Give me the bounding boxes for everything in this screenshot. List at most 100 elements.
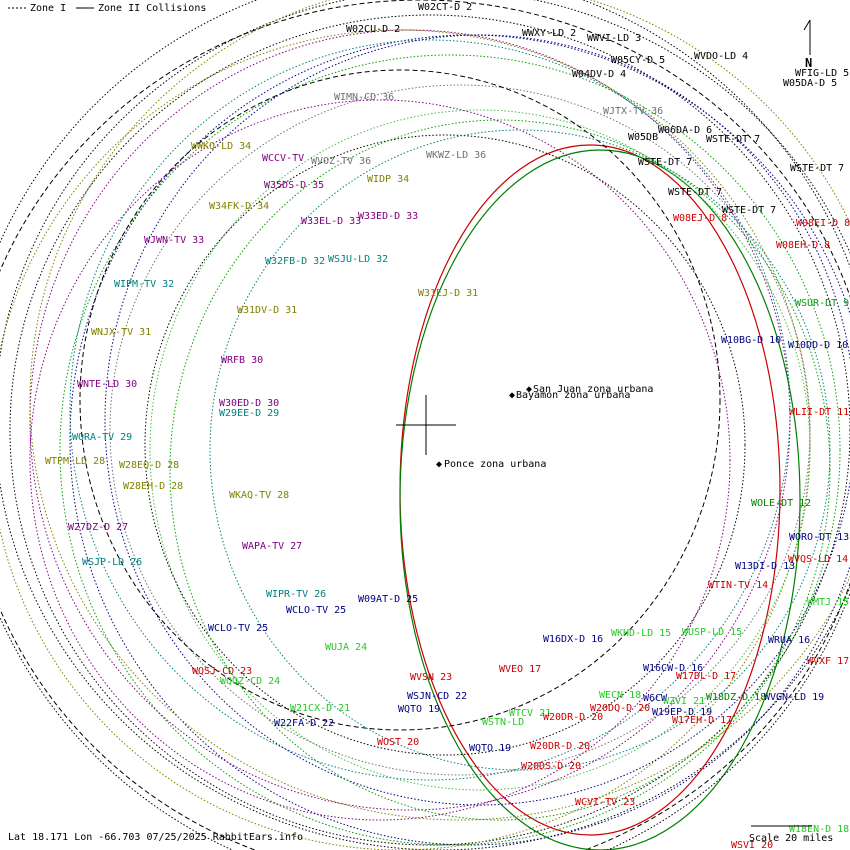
place-ponce[interactable]: ◆ Ponce zona urbana — [436, 459, 546, 470]
station-label[interactable]: WQQZ-CD 24 — [220, 676, 280, 687]
station-label[interactable]: W30ED-D 30 — [219, 398, 279, 409]
station-label[interactable]: WKWZ-LD 36 — [426, 150, 486, 161]
station-label[interactable]: W16DX-D 16 — [543, 634, 603, 645]
station-label[interactable]: WFIG-LD 5 — [795, 68, 849, 79]
station-label[interactable]: WTIN-TV 14 — [708, 580, 768, 591]
station-label[interactable]: W08EJ-D 8 — [673, 213, 727, 224]
station-label[interactable]: WRFB 30 — [221, 355, 263, 366]
station-label[interactable]: W05CY-D 5 — [611, 55, 665, 66]
station-label[interactable]: W21CX-D 21 — [290, 703, 350, 714]
station-label[interactable]: W35DS-D 35 — [264, 180, 324, 191]
station-label[interactable]: WVSN 23 — [410, 672, 452, 683]
place-sanjuan[interactable]: ◆ San Juan zona urbana — [526, 384, 653, 395]
station-label[interactable]: W17DL-D 17 — [676, 671, 736, 682]
station-label[interactable]: W28EQ-D 28 — [119, 460, 179, 471]
station-label[interactable]: WSTE-DT 7 — [668, 187, 722, 198]
station-label[interactable]: WVOZ-TV 36 — [311, 156, 371, 167]
station-label[interactable]: WIPR-TV 26 — [266, 589, 326, 600]
station-label[interactable]: W18DZ-D 18 — [706, 692, 766, 703]
station-label[interactable]: W31EJ-D 31 — [418, 288, 478, 299]
station-label[interactable]: W20DS-D 20 — [521, 761, 581, 772]
station-label[interactable]: W22FA-D 22 — [274, 718, 334, 729]
station-label[interactable]: WNTE-LD 30 — [77, 379, 137, 390]
station-label[interactable]: WMTJ 15 — [807, 597, 849, 608]
station-label[interactable]: W6CW — [643, 693, 668, 704]
station-label[interactable]: WTPM-LD 28 — [45, 456, 105, 467]
station-label[interactable]: WORO-DT 13 — [789, 532, 849, 543]
station-label[interactable]: W33ED-D 33 — [358, 211, 418, 222]
station-label[interactable]: WRUA 16 — [768, 635, 810, 646]
station-label[interactable]: WORA-TV 29 — [72, 432, 132, 443]
station-label[interactable]: W10DD-D 10 — [788, 340, 848, 351]
station-label[interactable]: WNJX-TV 31 — [91, 327, 151, 338]
station-label[interactable]: W29EE-D 29 — [219, 408, 279, 419]
station-label[interactable]: WIDP 34 — [367, 174, 409, 185]
station-label[interactable]: W10BG-D 10 — [721, 335, 781, 346]
station-label[interactable]: WSTE-DT 7 — [638, 157, 692, 168]
station-label[interactable]: WOST 20 — [377, 737, 419, 748]
station-label[interactable]: WQSJ-CD 23 — [192, 666, 252, 677]
station-label[interactable]: W05DB — [628, 132, 658, 143]
station-label[interactable]: W16CW-D 16 — [643, 663, 703, 674]
station-label[interactable]: W02CT-D 2 — [418, 2, 472, 13]
station-label[interactable]: WVDO-LD 4 — [694, 51, 748, 62]
station-label[interactable]: WZVI 21 — [663, 696, 705, 707]
station-label[interactable]: W08EH-D 8 — [776, 240, 830, 251]
station-label[interactable]: WIMN-CD 36 — [334, 92, 394, 103]
station-label[interactable]: WJTX-TV 36 — [603, 106, 663, 117]
place-bayamon[interactable]: ◆ Bayamon zona urbana — [509, 390, 630, 401]
station-label[interactable]: WKHD-LD 15 — [611, 628, 671, 639]
station-label[interactable]: W13DI-D 13 — [735, 561, 795, 572]
station-label[interactable]: WOLE-DT 12 — [751, 498, 811, 509]
station-label[interactable]: W05DA-D 5 — [783, 78, 837, 89]
station-label[interactable]: WJWN-TV 33 — [144, 235, 204, 246]
station-label[interactable]: WSVI 20 — [731, 840, 773, 850]
station-label[interactable]: WVQS-LD 14 — [788, 554, 848, 565]
station-label[interactable]: WWKQ-LD 34 — [191, 141, 251, 152]
station-label[interactable]: WSTN-LD — [482, 717, 524, 728]
station-label[interactable]: WUSP-LD 15 — [682, 627, 742, 638]
station-label[interactable]: W32FB-D 32 — [265, 256, 325, 267]
station-label[interactable]: WSTE-DT 7 — [706, 134, 760, 145]
station-label[interactable]: WSUR-DT 9 — [795, 298, 849, 309]
station-label[interactable]: W19EP-D 19 — [652, 707, 712, 718]
station-label[interactable]: WWXY-LD 2 — [522, 28, 576, 39]
station-label[interactable]: WKAQ-TV 28 — [229, 490, 289, 501]
station-label[interactable]: WSTE-DT 7 — [790, 163, 844, 174]
station-label[interactable]: WCCV-TV — [262, 153, 304, 164]
station-label[interactable]: W28EH-D 28 — [123, 481, 183, 492]
station-label[interactable]: WVGN-LD 19 — [764, 692, 824, 703]
station-label[interactable]: W06DA-D 6 — [658, 125, 712, 136]
station-label[interactable]: W27DZ-D 27 — [68, 522, 128, 533]
station-label[interactable]: WVEO 17 — [499, 664, 541, 675]
station-label[interactable]: WSJU-LD 32 — [328, 254, 388, 265]
station-label[interactable]: WSJP-LD 26 — [82, 557, 142, 568]
station-label[interactable]: WECN 18 — [599, 690, 641, 701]
station-label[interactable]: W02CU-D 2 — [346, 24, 400, 35]
station-label[interactable]: WTCV 21 — [509, 708, 551, 719]
station-label[interactable]: WCLO-TV 25 — [208, 623, 268, 634]
station-label[interactable]: WAPA-TV 27 — [242, 541, 302, 552]
station-label[interactable]: W20DR-D 20 — [543, 712, 603, 723]
station-label[interactable]: WQTO 19 — [469, 743, 511, 754]
station-label[interactable]: W20DR-D 20 — [530, 741, 590, 752]
station-label[interactable]: W31DV-D 31 — [237, 305, 297, 316]
station-label[interactable]: WLII-DT 11 — [789, 407, 849, 418]
station-label[interactable]: W08EI-D 8 — [796, 218, 850, 229]
station-label[interactable]: W04DV-D 4 — [572, 69, 626, 80]
station-label[interactable]: WIPM-TV 32 — [114, 279, 174, 290]
station-label[interactable]: W09AT-D 25 — [358, 594, 418, 605]
station-label[interactable]: WSJN-CD 22 — [407, 691, 467, 702]
station-label[interactable]: WSTE-DT 7 — [722, 205, 776, 216]
station-label[interactable]: W34FK-D 34 — [209, 201, 269, 212]
station-label[interactable]: WWVI-LD 3 — [587, 33, 641, 44]
station-label[interactable]: WVXF 17 — [807, 656, 849, 667]
station-label[interactable]: WUJA 24 — [325, 642, 367, 653]
station-label[interactable]: WCLO-TV 25 — [286, 605, 346, 616]
station-label[interactable]: WQTO 19 — [398, 704, 440, 715]
station-label[interactable]: W18EN-D 18 — [789, 824, 849, 835]
station-label[interactable]: W33EL-D 33 — [301, 216, 361, 227]
station-label[interactable]: W20DQ-D 20 — [590, 703, 650, 714]
